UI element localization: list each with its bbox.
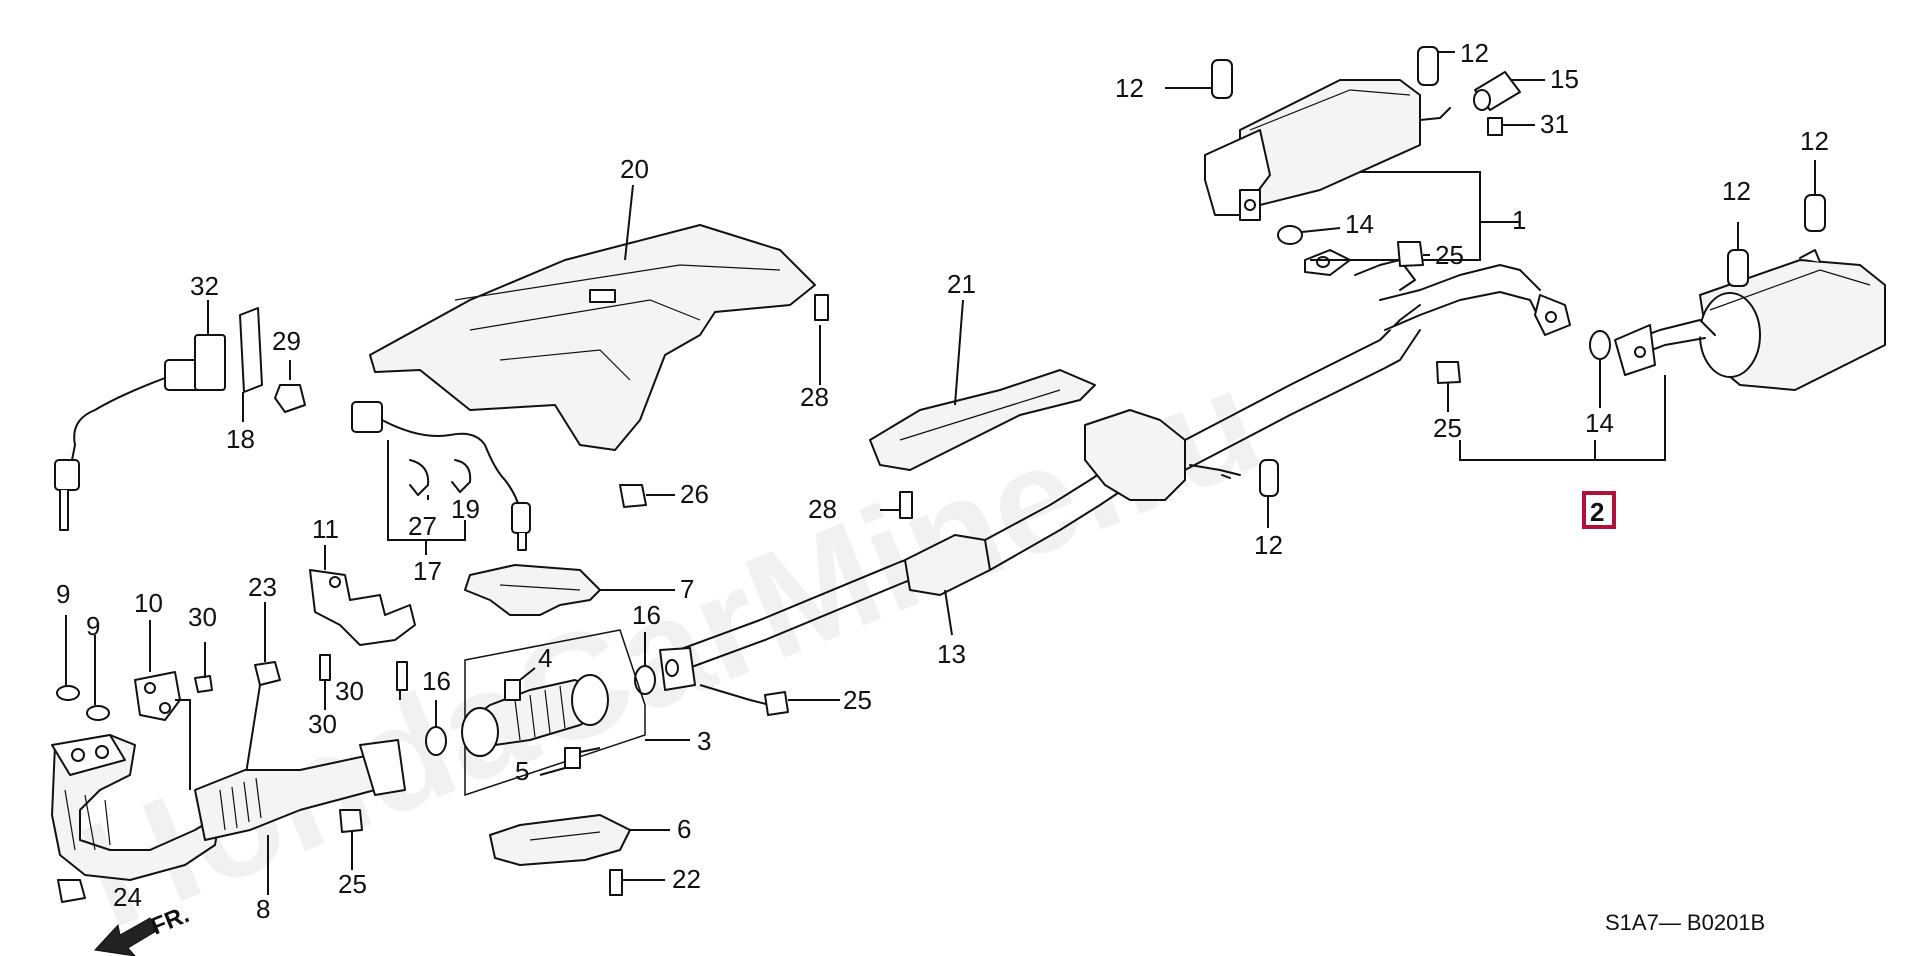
callout-30a: 30: [188, 602, 217, 632]
callout-7: 7: [680, 574, 694, 604]
callout-17: 17: [413, 556, 442, 586]
callout-25d: 25: [338, 869, 367, 899]
callout-32: 32: [190, 271, 219, 301]
callout-12b: 12: [1460, 38, 1489, 68]
callout-12e: 12: [1254, 530, 1283, 560]
gaskets-16: [425, 632, 656, 756]
washers-9: [56, 615, 110, 721]
bracket-18: [239, 307, 263, 422]
callout-23: 23: [248, 572, 277, 602]
callout-13: 13: [937, 639, 966, 669]
nut-26: [619, 484, 675, 508]
o2-sensor-17: [351, 401, 531, 555]
callout-12d: 12: [1800, 126, 1829, 156]
callout-16b: 16: [632, 600, 661, 630]
heat-shield-21: [869, 299, 1096, 471]
bracket-10: [134, 620, 191, 790]
callout-5: 5: [515, 756, 529, 786]
bracket-11: [309, 545, 416, 646]
callout-9a: 9: [56, 579, 70, 609]
callout-14a: 14: [1345, 209, 1374, 239]
y-pipe: [1304, 249, 1571, 336]
bolts-4-5: [504, 667, 601, 776]
callout-12a: 12: [1115, 73, 1144, 103]
exhaust-manifold: [51, 734, 221, 881]
callout-27: 27: [408, 511, 437, 541]
rubber-15: [1473, 71, 1545, 111]
callout-2: 2: [1590, 497, 1604, 527]
callout-8: 8: [256, 894, 270, 924]
callout-26: 26: [680, 479, 709, 509]
callout-10: 10: [134, 588, 163, 618]
callout-28b: 28: [808, 494, 837, 524]
callout-16a: 16: [422, 666, 451, 696]
diagram-code: S1A7— B0201B: [1605, 910, 1765, 935]
muffler-upper: [1204, 79, 1520, 261]
nut-23: [244, 602, 281, 781]
hangers-12: [1165, 46, 1826, 528]
gaskets-14: [1277, 225, 1611, 408]
callout-9b: 9: [86, 611, 100, 641]
bolt-22: [609, 869, 665, 896]
callout-12c: 12: [1722, 176, 1751, 206]
callout-30b: 30: [335, 676, 364, 706]
nut-24: [57, 879, 86, 903]
callout-18: 18: [226, 424, 255, 454]
callout-21: 21: [947, 269, 976, 299]
highlight-box-2: [1582, 491, 1616, 529]
callout-6: 6: [677, 814, 691, 844]
nut-25-left: [339, 809, 363, 870]
callout-labels: 1 2 3 4 5 6 7 8 9 9 10 11 12 12 12 12 12…: [56, 38, 1829, 924]
bolts-28: [814, 294, 913, 519]
center-pipe: [984, 304, 1421, 571]
bolt-31: [1487, 117, 1535, 136]
flex-pipe-8: [194, 739, 406, 895]
callout-11: 11: [312, 514, 339, 544]
callout-22: 22: [672, 864, 701, 894]
nuts-25-right: [1397, 241, 1461, 412]
callout-25b: 25: [1433, 413, 1462, 443]
bolt-29: [274, 360, 306, 413]
callout-31: 31: [1540, 109, 1569, 139]
callout-30c: 30: [308, 709, 337, 739]
heat-shield-20: [369, 184, 816, 451]
o2-sensor-32: [54, 300, 226, 531]
muffler-lower: [1459, 249, 1886, 461]
callout-1: 1: [1512, 205, 1526, 235]
callout-19: 19: [451, 494, 480, 524]
callout-4: 4: [538, 643, 552, 673]
callout-29: 29: [272, 326, 301, 356]
heat-shield-6: [489, 814, 670, 866]
bolts-30: [194, 642, 408, 710]
heat-shield-7: [464, 564, 675, 616]
callout-20: 20: [620, 154, 649, 184]
callout-14b: 14: [1585, 408, 1614, 438]
callout-24: 24: [113, 882, 142, 912]
catalytic-converter-3: [461, 629, 690, 797]
callout-3: 3: [697, 726, 711, 756]
callout-25a: 25: [1435, 240, 1464, 270]
callout-25c: 25: [843, 685, 872, 715]
front-pipe-13: [659, 534, 991, 716]
callout-28a: 28: [800, 382, 829, 412]
callout-15: 15: [1550, 64, 1579, 94]
